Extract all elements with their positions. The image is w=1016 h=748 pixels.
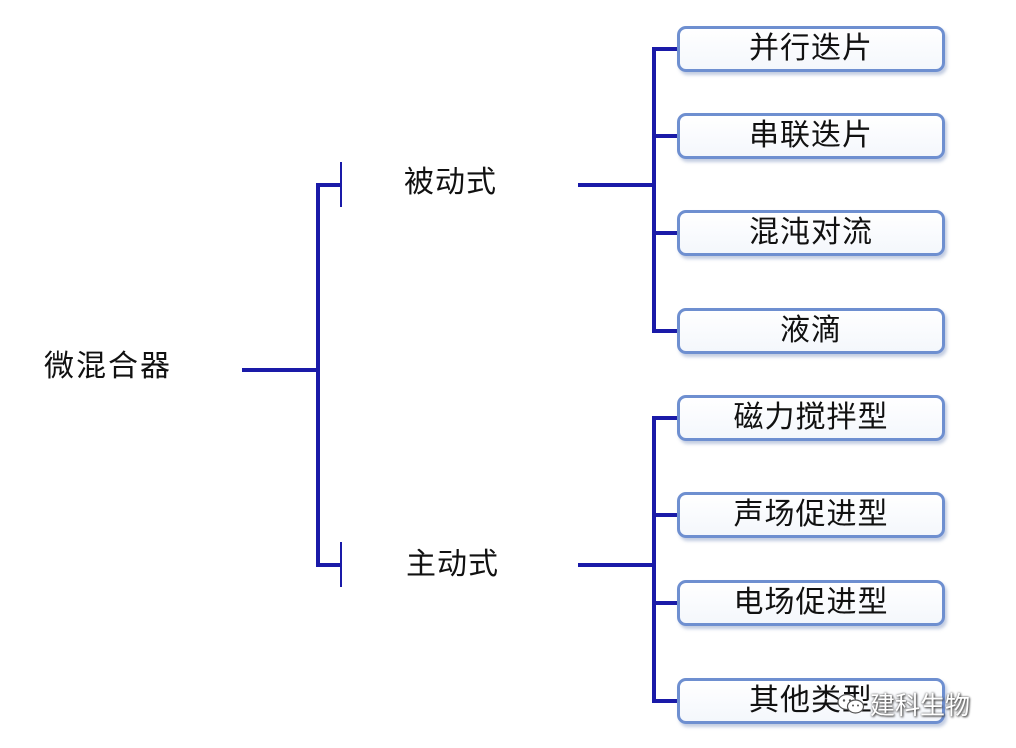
leaf-label: 并行迭片 — [749, 31, 873, 66]
wechat-icon — [837, 693, 865, 714]
leaf-box-chaotic-advection: 混沌对流 — [677, 210, 945, 256]
leaf-box-parallel-lamination: 并行迭片 — [677, 26, 945, 72]
watermark: 建科生物 — [836, 686, 970, 722]
category-active-label: 主动式 — [406, 547, 499, 582]
leaf-label: 声场促进型 — [733, 497, 889, 532]
leaf-box-serial-lamination: 串联迭片 — [677, 113, 945, 159]
watermark-text: 建科生物 — [870, 691, 971, 720]
leaf-box-electric-field: 电场促进型 — [677, 580, 945, 626]
category-passive-label: 被动式 — [404, 165, 497, 200]
leaf-box-droplet: 液滴 — [677, 308, 945, 354]
root-node-label: 微混合器 — [44, 349, 172, 384]
leaf-box-acoustic: 声场促进型 — [677, 492, 945, 538]
leaf-label: 液滴 — [780, 313, 842, 348]
leaf-label: 磁力搅拌型 — [733, 400, 889, 435]
leaf-label: 电场促进型 — [733, 585, 889, 620]
leaf-label: 混沌对流 — [749, 215, 873, 250]
leaf-label: 串联迭片 — [749, 118, 873, 153]
leaf-box-magnetic-stirring: 磁力搅拌型 — [677, 395, 945, 441]
